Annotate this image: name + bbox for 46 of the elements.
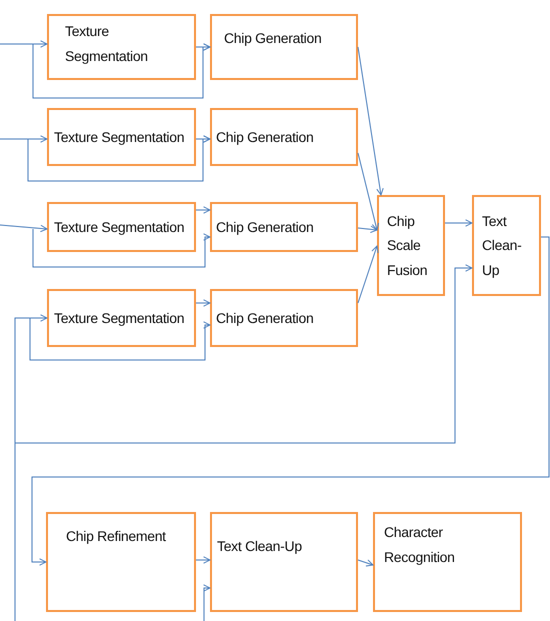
arrow [358, 152, 380, 230]
arrow [14, 264, 472, 444]
arrow [0, 135, 48, 143]
box-label: Character Recognition [384, 523, 456, 567]
arrow [196, 206, 210, 214]
box-label: Chip Generation [216, 218, 314, 237]
box-label: Texture Segmentation [65, 22, 149, 66]
box-label: Chip Generation [216, 308, 314, 328]
arrow [32, 236, 550, 566]
arrow [358, 559, 374, 566]
process-box [210, 14, 358, 80]
arrow [196, 135, 210, 143]
arrow [30, 318, 210, 360]
process-box [377, 195, 445, 296]
process-box [47, 108, 196, 166]
box-label: Chip Scale Fusion [387, 212, 428, 280]
arrow [203, 584, 210, 621]
process-box [47, 289, 196, 347]
arrow [196, 43, 210, 51]
box-label: Texture Segmentation [54, 128, 184, 147]
arrow [0, 224, 48, 232]
box-label: Texture Segmentation [54, 218, 184, 237]
process-box [210, 289, 358, 347]
process-box [210, 512, 358, 612]
box-label: Texture Segmentation [54, 308, 184, 328]
process-box [373, 512, 522, 612]
arrow [358, 246, 378, 304]
process-box [47, 202, 196, 252]
box-label: Chip Refinement [66, 527, 166, 546]
box-label: Chip Generation [224, 29, 322, 48]
process-box [46, 512, 196, 612]
arrow [32, 228, 210, 268]
process-box [47, 14, 196, 80]
arrow [358, 46, 384, 196]
arrow [196, 299, 210, 307]
arrow [196, 556, 210, 564]
arrow [358, 226, 378, 233]
box-label: Text Clean-Up [217, 537, 302, 556]
arrow [0, 40, 48, 48]
arrow [444, 219, 472, 227]
arrow [14, 314, 48, 621]
process-box [210, 202, 358, 252]
process-box [472, 195, 541, 296]
process-box [210, 108, 358, 166]
box-label: Text Clean-Up [482, 212, 522, 280]
box-label: Chip Generation [216, 128, 314, 147]
